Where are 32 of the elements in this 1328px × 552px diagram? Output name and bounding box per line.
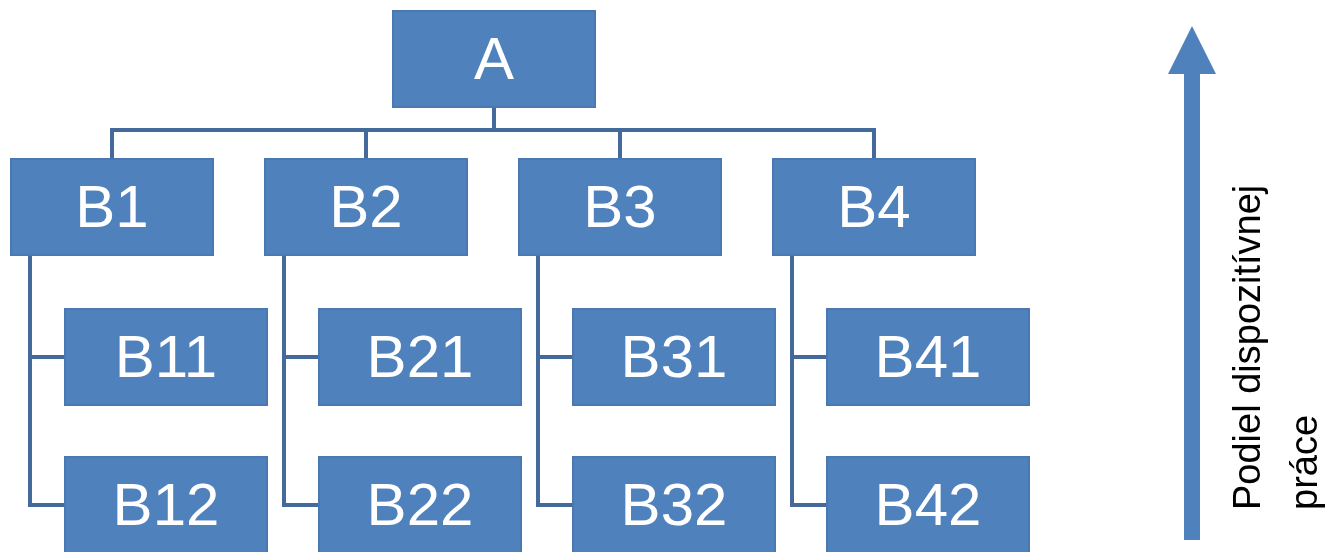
box-label: B11 — [114, 327, 218, 387]
box-label: B21 — [366, 327, 474, 387]
org-box — [518, 158, 722, 256]
org-box — [10, 158, 214, 256]
org-box — [318, 456, 522, 552]
org-box — [264, 158, 468, 256]
box-label: B4 — [837, 177, 911, 237]
org-box — [772, 158, 976, 256]
org-box — [826, 456, 1030, 552]
org-box — [318, 308, 522, 406]
box-label: B32 — [620, 475, 728, 535]
connector-line — [536, 256, 572, 507]
connector-line — [492, 108, 876, 158]
org-box — [572, 456, 776, 552]
org-box — [392, 10, 596, 108]
org-box — [572, 308, 776, 406]
org-box — [64, 456, 268, 552]
box-label: A — [474, 29, 514, 89]
box-label: B31 — [620, 327, 728, 387]
connector-line — [28, 256, 64, 507]
box-label: B41 — [874, 327, 982, 387]
box-label: B3 — [583, 177, 657, 237]
connector-line — [790, 256, 826, 507]
box-label: B2 — [329, 177, 403, 237]
axis-label: Podiel dispozitívnej práce — [1225, 183, 1326, 510]
box-label: B42 — [874, 475, 982, 535]
org-box — [826, 308, 1030, 406]
org-box — [64, 308, 268, 406]
connector-line — [282, 256, 318, 507]
box-label: B12 — [112, 475, 220, 535]
box-label: B22 — [366, 475, 474, 535]
box-label: B1 — [75, 177, 149, 237]
